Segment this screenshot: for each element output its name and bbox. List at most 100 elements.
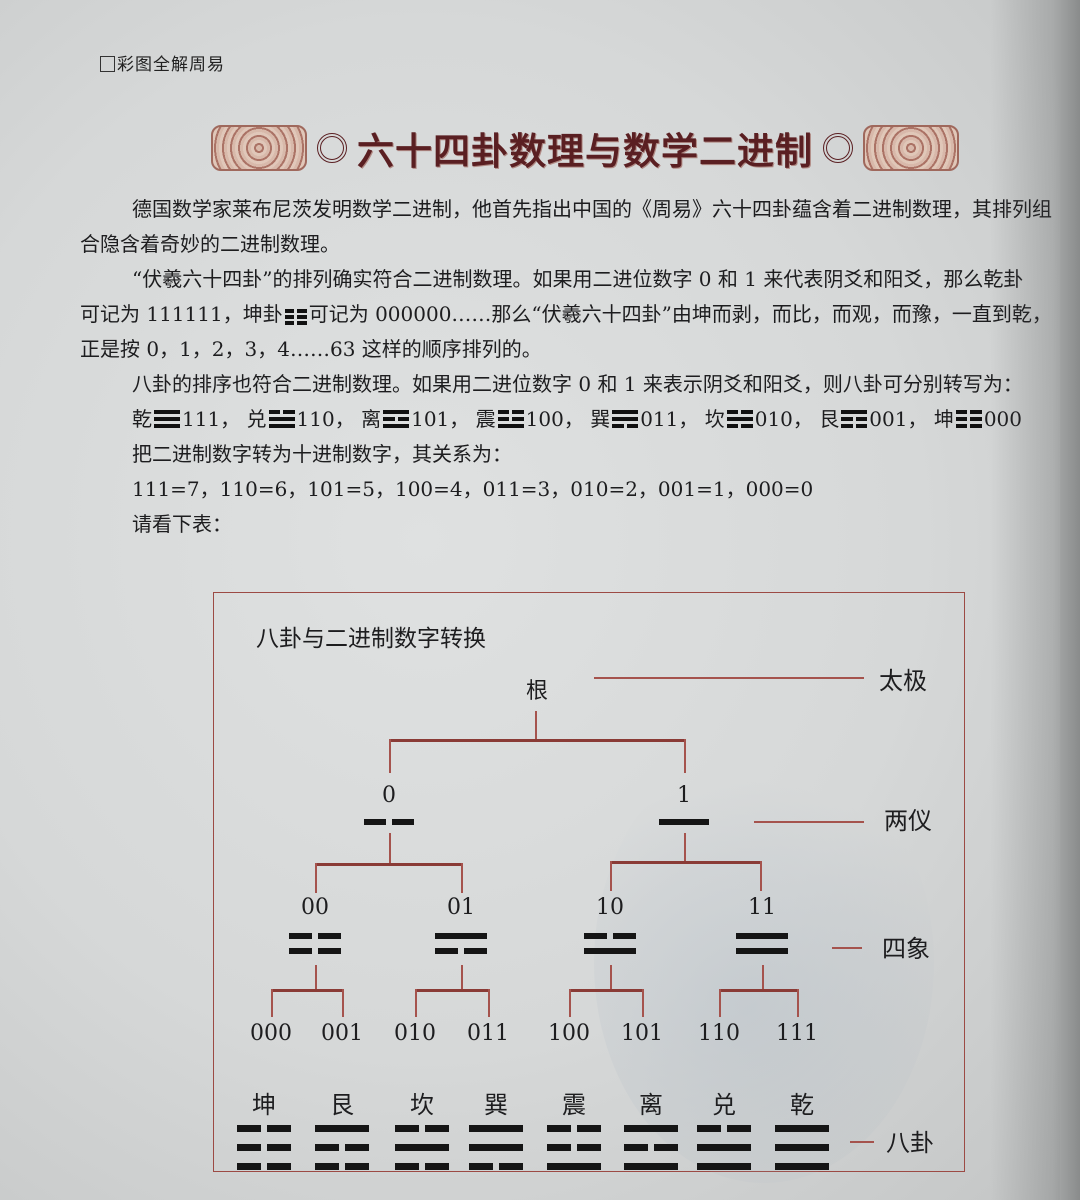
tree-connector bbox=[415, 989, 417, 1017]
paragraph-5: 111=7，110=6，101=5，100=4，011=3，010=2，001=… bbox=[132, 477, 814, 501]
trigram-code: 111， bbox=[182, 407, 241, 431]
tree-connector bbox=[271, 989, 344, 992]
trigram-name: 离 bbox=[361, 407, 382, 431]
trigram-name: 艮 bbox=[819, 407, 840, 431]
tree-connector bbox=[389, 739, 686, 742]
body-text: 德国数学家莱布尼茨发明数学二进制，他首先指出中国的《周易》六十四卦蕴含着二进制数… bbox=[80, 192, 1070, 542]
paragraph-2-part-c: 可记为 000000……那么“伏羲六十四卦”由坤而剥，而比，而观，而豫，一直到乾… bbox=[80, 302, 1052, 361]
tree-connector bbox=[488, 989, 490, 1017]
trigram-name: 坤 bbox=[933, 407, 954, 431]
trigram-name: 巽 bbox=[590, 407, 611, 431]
circle-mark-icon bbox=[317, 133, 347, 163]
circle-mark-icon bbox=[823, 133, 853, 163]
bagua-binary-code: 010 bbox=[394, 1021, 436, 1046]
tree-connector bbox=[315, 965, 317, 991]
tree-connector bbox=[719, 989, 721, 1017]
trigram-symbol-icon bbox=[154, 410, 180, 431]
taiji-watermark-icon bbox=[594, 743, 934, 1183]
liangyi-symbol-icon bbox=[659, 819, 709, 834]
level-label-taiji: 太极 bbox=[879, 667, 927, 695]
trigram-list-item: 离 101， bbox=[361, 407, 469, 431]
paragraph-4: 把二进制数字转为十进制数字，其关系为： bbox=[132, 442, 512, 466]
tree-connector bbox=[389, 739, 391, 773]
trigram-code: 100， bbox=[525, 407, 584, 431]
sixiang-code: 11 bbox=[748, 895, 776, 920]
bagua-binary-code: 101 bbox=[621, 1021, 663, 1046]
trigram-symbol-icon bbox=[726, 410, 753, 431]
trigram-code: 110， bbox=[296, 407, 355, 431]
tree-connector bbox=[610, 861, 612, 891]
tree-connector bbox=[642, 989, 644, 1017]
sixiang-symbol-icon bbox=[435, 933, 487, 963]
cloud-ornament-left-icon bbox=[211, 125, 307, 171]
trigram-symbol-icon bbox=[612, 410, 639, 431]
tree-connector bbox=[684, 739, 686, 773]
bagua-trigram-icon bbox=[624, 1125, 678, 1182]
tree-connector bbox=[760, 861, 762, 891]
tree-connector bbox=[389, 833, 391, 865]
bagua-binary-code: 011 bbox=[467, 1021, 509, 1046]
liangyi-symbol-icon bbox=[364, 819, 414, 834]
sixiang-symbol-icon bbox=[289, 933, 341, 963]
bagua-binary-code: 111 bbox=[776, 1021, 818, 1046]
tree-connector bbox=[461, 965, 463, 991]
trigram-code: 010， bbox=[754, 407, 813, 431]
bagua-name: 巽 bbox=[484, 1091, 508, 1119]
liangyi-leader-line bbox=[754, 821, 864, 823]
bagua-trigram-icon bbox=[237, 1125, 291, 1182]
sixiang-leader-line bbox=[832, 947, 862, 949]
diagram-title: 八卦与二进制数字转换 bbox=[256, 626, 486, 652]
kun-hexagram-icon bbox=[284, 309, 307, 327]
trigram-code: 001， bbox=[869, 407, 928, 431]
tree-connector bbox=[461, 863, 463, 893]
paragraph-6: 请看下表： bbox=[132, 512, 232, 536]
level-label-sixiang: 四象 bbox=[882, 935, 930, 963]
trigram-name: 坎 bbox=[704, 407, 725, 431]
tree-connector bbox=[271, 989, 273, 1017]
bagua-binary-code: 100 bbox=[548, 1021, 590, 1046]
bagua-name: 震 bbox=[562, 1091, 586, 1119]
paragraph-3: 八卦的排序也符合二进制数理。如果用二进位数字 0 和 1 来表示阴爻和阳爻，则八… bbox=[132, 372, 1023, 396]
trigram-symbol-icon bbox=[841, 410, 868, 431]
paragraph-2-part-b: 可记为 111111，坤卦 bbox=[80, 302, 283, 326]
section-title-text: 六十四卦数理与数学二进制 bbox=[357, 129, 813, 173]
bagua-name: 兑 bbox=[712, 1091, 736, 1119]
trigram-list-item: 坎 010， bbox=[705, 407, 813, 431]
level-label-bagua: 八卦 bbox=[886, 1129, 934, 1157]
sixiang-symbol-icon bbox=[584, 933, 636, 963]
tree-connector bbox=[315, 863, 463, 866]
root-label: 根 bbox=[525, 679, 549, 704]
tree-connector bbox=[762, 965, 764, 991]
trigram-symbol-icon bbox=[955, 410, 982, 431]
tree-connector bbox=[315, 863, 317, 893]
trigram-code: 101， bbox=[411, 407, 470, 431]
bagua-trigram-icon bbox=[469, 1125, 523, 1182]
liangyi-code: 0 bbox=[382, 783, 396, 808]
bagua-leader-line bbox=[850, 1141, 874, 1143]
tree-connector bbox=[719, 989, 799, 992]
bagua-name: 艮 bbox=[330, 1091, 354, 1119]
tree-connector bbox=[610, 861, 762, 864]
bagua-name: 乾 bbox=[790, 1091, 814, 1119]
section-title: 六十四卦数理与数学二进制 bbox=[200, 118, 970, 178]
trigram-name: 震 bbox=[475, 407, 496, 431]
tree-connector bbox=[342, 989, 344, 1017]
bagua-trigram-icon bbox=[395, 1125, 449, 1182]
bagua-binary-code: 001 bbox=[321, 1021, 363, 1046]
bagua-name: 离 bbox=[639, 1091, 663, 1119]
bagua-name: 坎 bbox=[410, 1091, 434, 1119]
tree-connector bbox=[415, 989, 490, 992]
square-bullet-icon bbox=[100, 56, 115, 72]
sixiang-code: 10 bbox=[596, 895, 624, 920]
trigram-symbol-icon bbox=[497, 410, 524, 431]
bagua-trigram-icon bbox=[697, 1125, 751, 1182]
cloud-ornament-right-icon bbox=[863, 125, 959, 171]
trigram-list-item: 震 100， bbox=[476, 407, 584, 431]
